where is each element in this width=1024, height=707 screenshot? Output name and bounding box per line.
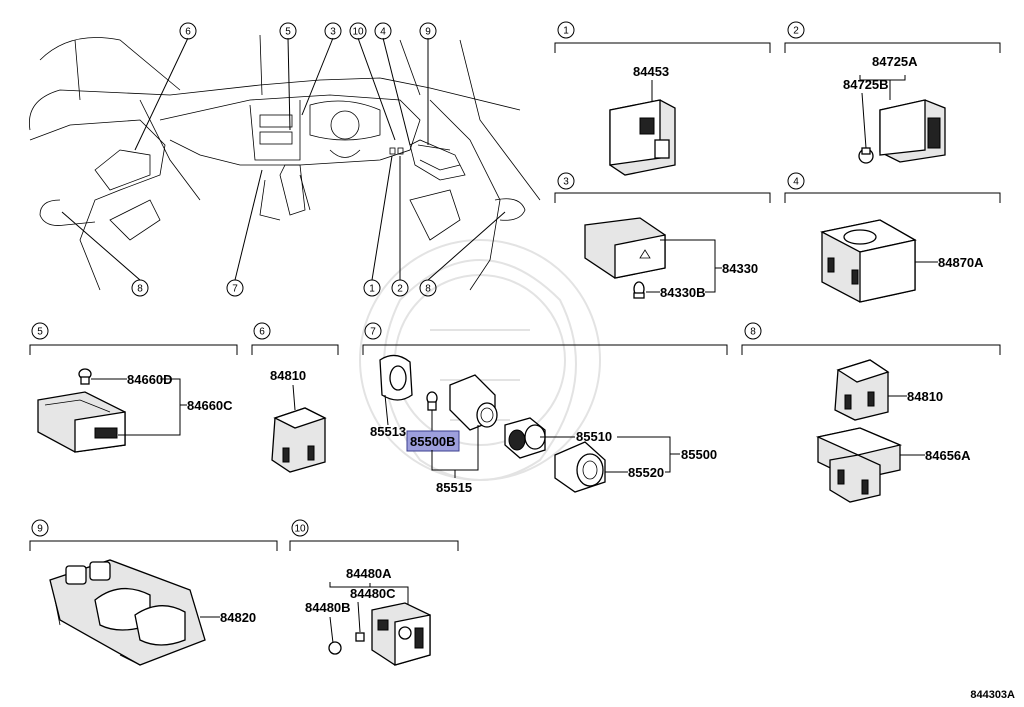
part-85510: 85510	[576, 429, 612, 444]
section-9-number: 9	[37, 524, 43, 535]
mirror-switch-84870A-drawing	[820, 219, 917, 303]
socket-85515-drawing	[449, 374, 498, 431]
bulb-84480B-drawing	[328, 641, 342, 655]
switch-84660C-drawing	[37, 391, 126, 453]
section-6: 6 84810	[251, 322, 339, 473]
switch-84330-drawing	[584, 217, 666, 279]
part-85500B[interactable]: 85500B	[410, 434, 456, 449]
switch-84810-s8-drawing	[834, 359, 890, 421]
lighter-85510-drawing	[504, 417, 546, 459]
part-84870A: 84870A	[938, 255, 984, 270]
part-85500: 85500	[681, 447, 717, 462]
section-4-number: 4	[793, 177, 799, 188]
callout-8-right: 8	[425, 284, 431, 295]
part-84480A: 84480A	[346, 566, 392, 581]
part-84820: 84820	[220, 610, 256, 625]
part-84660C: 84660C	[187, 398, 233, 413]
callout-1: 1	[369, 284, 375, 295]
section-7: 7 85513 85500B 85515	[362, 322, 728, 495]
overview-callouts: 6 5 3 10 4 9 7 1 2 8 8	[61, 22, 506, 297]
part-85513: 85513	[370, 424, 406, 439]
section-3: 3 84330 84330B	[554, 172, 771, 300]
part-84725B: 84725B	[843, 77, 889, 92]
part-84810-section6: 84810	[270, 368, 306, 383]
part-84480C: 84480C	[350, 586, 396, 601]
switch-84725A-drawing	[879, 99, 946, 163]
bulb-84330B-drawing	[633, 281, 645, 299]
section-3-number: 3	[563, 177, 569, 188]
bulb-84660D-drawing	[78, 368, 92, 385]
part-84330: 84330	[722, 261, 758, 276]
part-84725A: 84725A	[872, 54, 918, 69]
callout-10: 10	[352, 27, 364, 38]
part-84453: 84453	[633, 64, 669, 79]
section-1: 1 84453	[554, 21, 771, 176]
callout-2: 2	[397, 284, 403, 295]
part-84330B: 84330B	[660, 285, 706, 300]
section-4: 4 84870A	[784, 172, 1001, 303]
clip-84725B-drawing	[858, 147, 874, 164]
interior-overview	[28, 34, 541, 291]
lighter-85520-drawing	[554, 441, 606, 493]
callout-9: 9	[425, 27, 431, 38]
part-84656A: 84656A	[925, 448, 971, 463]
section-2: 2 84725A 84725B	[784, 21, 1001, 164]
part-84480B: 84480B	[305, 600, 351, 615]
section-10: 10 84480A 84480C 84480B	[289, 519, 459, 666]
section-5-number: 5	[37, 327, 43, 338]
bulb-84480C-drawing	[355, 632, 365, 642]
highlight-box	[406, 430, 460, 452]
callout-5: 5	[285, 27, 291, 38]
part-84660D: 84660D	[127, 372, 173, 387]
diagram-id: 844303A	[970, 689, 1015, 701]
ring-85513-drawing	[379, 354, 413, 401]
bulb-85500B-drawing	[426, 391, 438, 411]
section-8-number: 8	[750, 327, 756, 338]
part-85520: 85520	[628, 465, 664, 480]
section-10-number: 10	[294, 524, 306, 535]
section-1-number: 1	[563, 26, 569, 37]
switch-84480A-drawing	[371, 602, 431, 666]
callout-7: 7	[232, 284, 238, 295]
part-85515: 85515	[436, 480, 472, 495]
callout-4: 4	[380, 27, 386, 38]
section-9: 9 84820	[29, 519, 278, 666]
section-2-number: 2	[793, 26, 799, 37]
section-7-number: 7	[370, 327, 376, 338]
part-84810-section8: 84810	[907, 389, 943, 404]
section-8: 8 84810 84656A	[741, 322, 1001, 503]
switch-84810-drawing	[271, 407, 327, 473]
power-window-switch-84820-drawing	[49, 559, 206, 666]
callout-3: 3	[330, 27, 336, 38]
section-5: 5 84660D 84660C	[29, 322, 238, 453]
callout-8-left: 8	[137, 284, 143, 295]
bezel-84656A-drawing	[815, 427, 903, 503]
switch-84453-drawing	[609, 99, 676, 176]
callout-6: 6	[185, 27, 191, 38]
section-6-number: 6	[259, 327, 265, 338]
